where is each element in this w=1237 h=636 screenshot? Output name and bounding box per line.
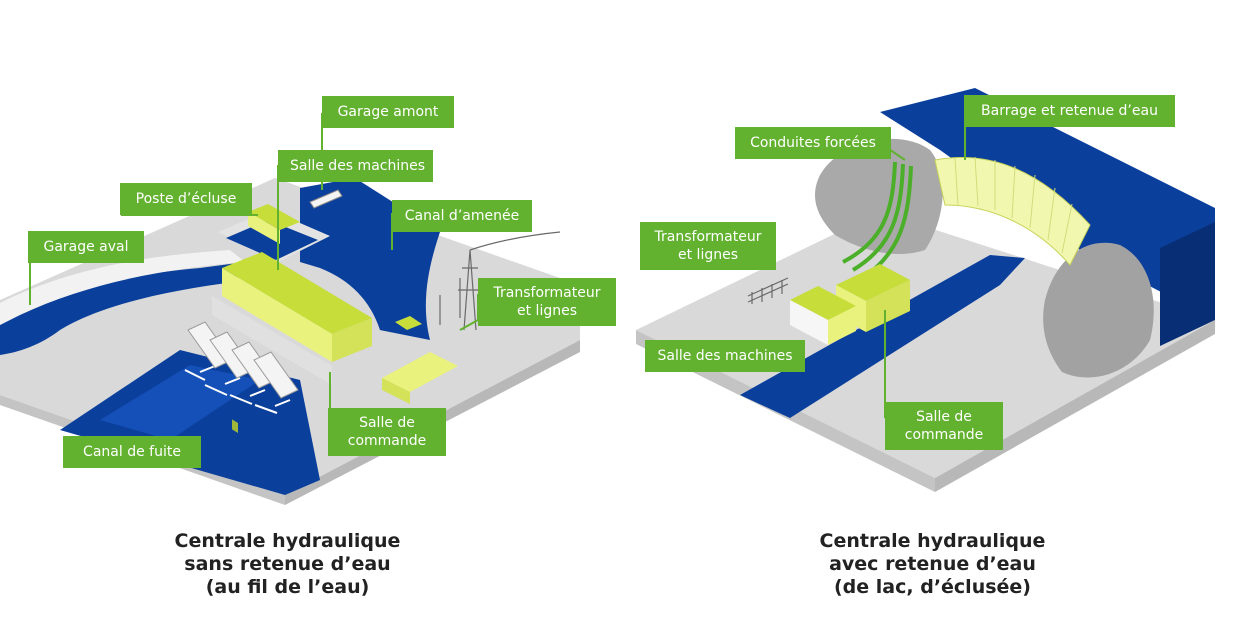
label-transformateur-right-line1: Transformateur — [654, 229, 762, 245]
label-barrage: Barrage et retenue d’eau — [964, 95, 1175, 127]
caption-right: Centrale hydraulique avec retenue d’eau … — [790, 530, 1075, 599]
left-substation — [382, 231, 561, 404]
lock-water — [226, 220, 318, 260]
label-salle-des-machines-left: Salle des machines — [278, 150, 433, 182]
control-room-roof — [790, 286, 856, 320]
control-room-front — [790, 300, 828, 345]
caption-right-line1: Centrale hydraulique — [819, 530, 1046, 552]
lock-post-front — [248, 212, 280, 244]
label-canal-amenee: Canal d’amenée — [392, 200, 532, 232]
label-canal-de-fuite: Canal de fuite — [63, 436, 201, 468]
machine-hall-windows — [232, 419, 238, 434]
caption-right-line3: (de lac, d’éclusée) — [834, 576, 1031, 598]
dam-block — [212, 296, 332, 385]
lock-post-roof — [248, 204, 300, 230]
dam-scene — [636, 88, 1215, 492]
dam-ribs — [954, 156, 1073, 254]
label-salle-de-commande-right-line2: commande — [904, 427, 984, 443]
label-conduites-forcees: Conduites forcées — [735, 127, 891, 159]
left-channel — [0, 262, 245, 355]
water-foam — [184, 365, 291, 414]
left-channel-bank — [0, 250, 245, 325]
caption-left-line3: (au fil de l’eau) — [205, 576, 370, 598]
machine-hall-side — [332, 318, 372, 362]
label-garage-amont: Garage amont — [322, 96, 454, 128]
machine-hall-front — [222, 268, 332, 362]
boat — [309, 189, 343, 209]
control-room-side — [828, 306, 856, 345]
label-salle-de-commande-left-line2: commande — [347, 433, 427, 449]
label-salle-de-commande-left: Salle de commande — [328, 408, 446, 456]
reservoir-side — [1160, 222, 1215, 346]
right-hall-roof — [836, 264, 910, 301]
label-transformateur-right: Transformateur et lignes — [640, 222, 776, 270]
right-transformer — [747, 277, 789, 304]
spillway-gates — [187, 321, 299, 399]
label-transformateur-left-line1: Transformateur — [493, 285, 601, 301]
machine-hall-roof — [222, 252, 372, 334]
left-tailrace-highlight — [100, 365, 260, 440]
caption-left-line2: sans retenue d’eau — [184, 553, 391, 575]
label-salle-de-commande-left-line1: Salle de — [359, 415, 415, 431]
label-transformateur-left-line2: et lignes — [517, 303, 577, 319]
label-salle-de-commande-right: Salle de commande — [885, 402, 1003, 450]
label-transformateur-left: Transformateur et lignes — [478, 278, 616, 326]
label-poste-ecluse: Poste d’écluse — [120, 183, 252, 215]
label-transformateur-right-line2: et lignes — [678, 247, 738, 263]
rock-right — [1043, 242, 1154, 378]
right-river — [740, 255, 1025, 418]
right-ground-side — [935, 320, 1215, 492]
right-hall-side — [866, 280, 910, 332]
label-salle-de-commande-right-line1: Salle de — [916, 409, 972, 425]
label-garage-aval: Garage aval — [28, 231, 144, 263]
caption-left-line1: Centrale hydraulique — [174, 530, 401, 552]
caption-left: Centrale hydraulique sans retenue d’eau … — [150, 530, 425, 599]
label-salle-des-machines-right: Salle des machines — [645, 340, 805, 372]
caption-right-line2: avec retenue d’eau — [829, 553, 1036, 575]
